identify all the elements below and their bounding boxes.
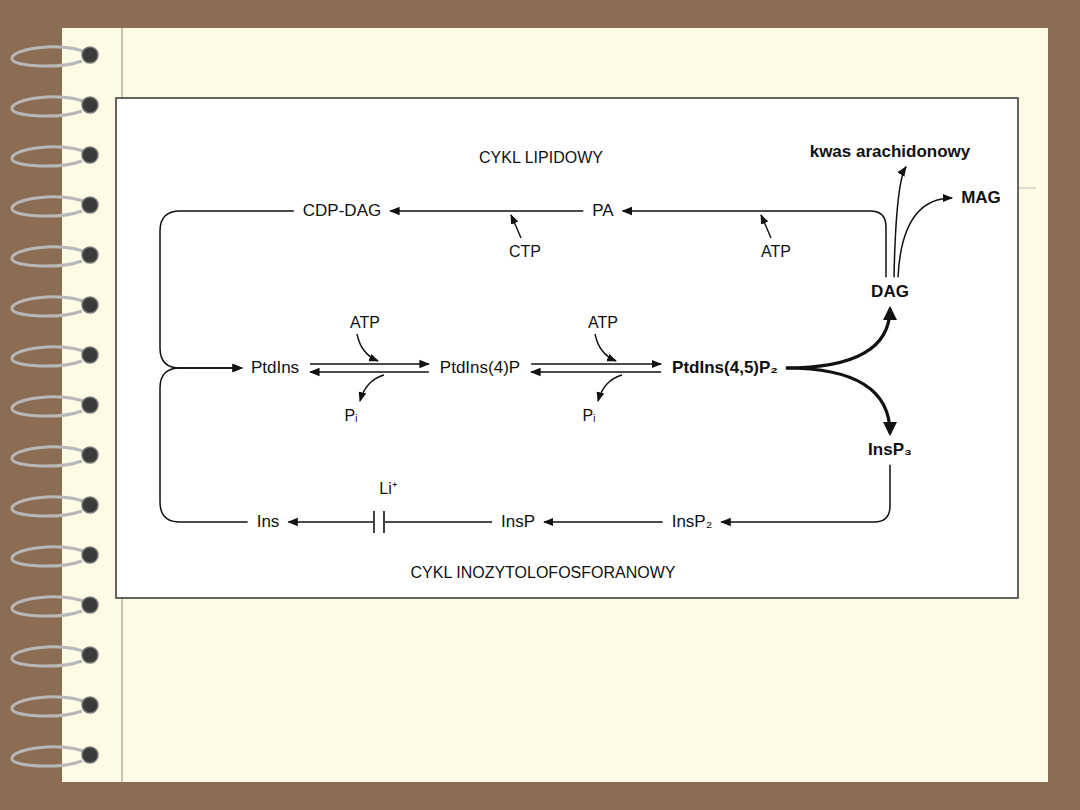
ring-hole <box>82 97 98 113</box>
cycle-title: CYKL LIPIDOWY <box>477 149 605 167</box>
reverse-line <box>531 371 661 373</box>
ring-wire <box>12 197 88 216</box>
ring-wire <box>12 447 88 466</box>
metabolite: PtdIns(4,5)P₂ <box>668 356 782 380</box>
metabolite: InsP₂ <box>668 510 717 534</box>
page-sheet <box>62 28 1048 782</box>
pi-arrow <box>598 375 622 401</box>
equilibrium-arrow <box>531 364 661 372</box>
spiral-binding <box>12 47 98 766</box>
block-bar <box>373 511 375 533</box>
ring-hole <box>82 547 98 563</box>
reaction-arrow <box>390 210 583 212</box>
metabolite: InsP₃ <box>864 438 916 462</box>
metabolite-name: kwas arachidonowy <box>810 142 971 162</box>
reaction-arrow <box>160 211 294 368</box>
ring-hole <box>82 297 98 313</box>
diagram-frame <box>116 98 1018 598</box>
forward-line <box>310 363 429 365</box>
cofactor: ATP <box>586 314 620 332</box>
reaction-arrow <box>721 465 890 522</box>
metabolite-name: CDP-DAG <box>303 201 381 221</box>
ring-wire <box>12 597 88 616</box>
equilibrium-arrow <box>310 364 429 372</box>
ring-wire <box>12 747 88 766</box>
inhibitor: Li⁺ <box>377 480 398 498</box>
metabolite-name: PtdIns(4)P <box>440 358 520 378</box>
metabolite: InsP <box>497 510 539 534</box>
metabolite: MAG <box>957 186 1005 210</box>
reaction-arrow <box>786 368 890 433</box>
ring-hole <box>82 747 98 763</box>
cofactor: Pᵢ <box>342 407 359 425</box>
cofactor: ATP <box>759 243 793 261</box>
ring-wire <box>12 697 88 716</box>
ring-wire <box>12 47 88 66</box>
metabolite: PA <box>588 199 617 223</box>
cofactor: ATP <box>348 314 382 332</box>
atp-arrow <box>595 334 616 361</box>
cycle-title: CYKL INOZYTOLOFOSFORANOWY <box>409 564 678 582</box>
ring-wire <box>12 347 88 366</box>
metabolite: PtdIns <box>247 356 303 380</box>
metabolite: PtdIns(4)P <box>436 356 524 380</box>
atp-arrow <box>761 215 771 238</box>
ring-wire <box>12 397 88 416</box>
reaction-arrow <box>160 368 248 522</box>
ring-hole <box>82 197 98 213</box>
ring-hole <box>82 347 98 363</box>
ring-wire <box>12 247 88 266</box>
block-bar <box>383 511 385 533</box>
ctp-arrow <box>511 215 521 238</box>
ring-hole <box>82 47 98 63</box>
cofactor: Pᵢ <box>580 407 597 425</box>
ring-hole <box>82 147 98 163</box>
metabolite-name: PtdIns(4,5)P₂ <box>672 358 778 378</box>
metabolite-name: InsP <box>501 512 535 532</box>
ring-hole <box>82 247 98 263</box>
metabolite-name: Ins <box>257 512 280 532</box>
metabolite-name: DAG <box>871 282 909 302</box>
reaction-arrow <box>786 309 890 368</box>
tick-mark <box>1018 188 1036 189</box>
ring-wire <box>12 97 88 116</box>
reaction-arrow <box>544 521 663 523</box>
metabolite-name: InsP₂ <box>672 512 713 532</box>
reaction-arrow <box>898 198 952 277</box>
metabolite-name: PA <box>592 201 613 221</box>
reverse-line <box>310 371 429 373</box>
reaction-arrow <box>288 521 492 523</box>
ring-wire <box>12 297 88 316</box>
ring-wire <box>12 147 88 166</box>
ring-hole <box>82 447 98 463</box>
metabolite: kwas arachidonowy <box>806 140 975 164</box>
ring-hole <box>82 597 98 613</box>
metabolite-name: MAG <box>961 188 1001 208</box>
ring-hole <box>82 397 98 413</box>
ring-wire <box>12 647 88 666</box>
metabolite-name: InsP₃ <box>868 440 912 460</box>
ring-wire <box>12 547 88 566</box>
reaction-arrow <box>623 211 886 277</box>
pi-arrow <box>360 375 384 401</box>
metabolite: Ins <box>253 510 284 534</box>
metabolite-name: PtdIns <box>251 358 299 378</box>
atp-arrow <box>357 334 378 361</box>
ring-hole <box>82 697 98 713</box>
metabolite: DAG <box>867 280 913 304</box>
forward-line <box>531 363 661 365</box>
cofactor: CTP <box>507 243 543 261</box>
ring-wire <box>12 497 88 516</box>
ring-hole <box>82 647 98 663</box>
metabolite: CDP-DAG <box>299 199 385 223</box>
ring-hole <box>82 497 98 513</box>
